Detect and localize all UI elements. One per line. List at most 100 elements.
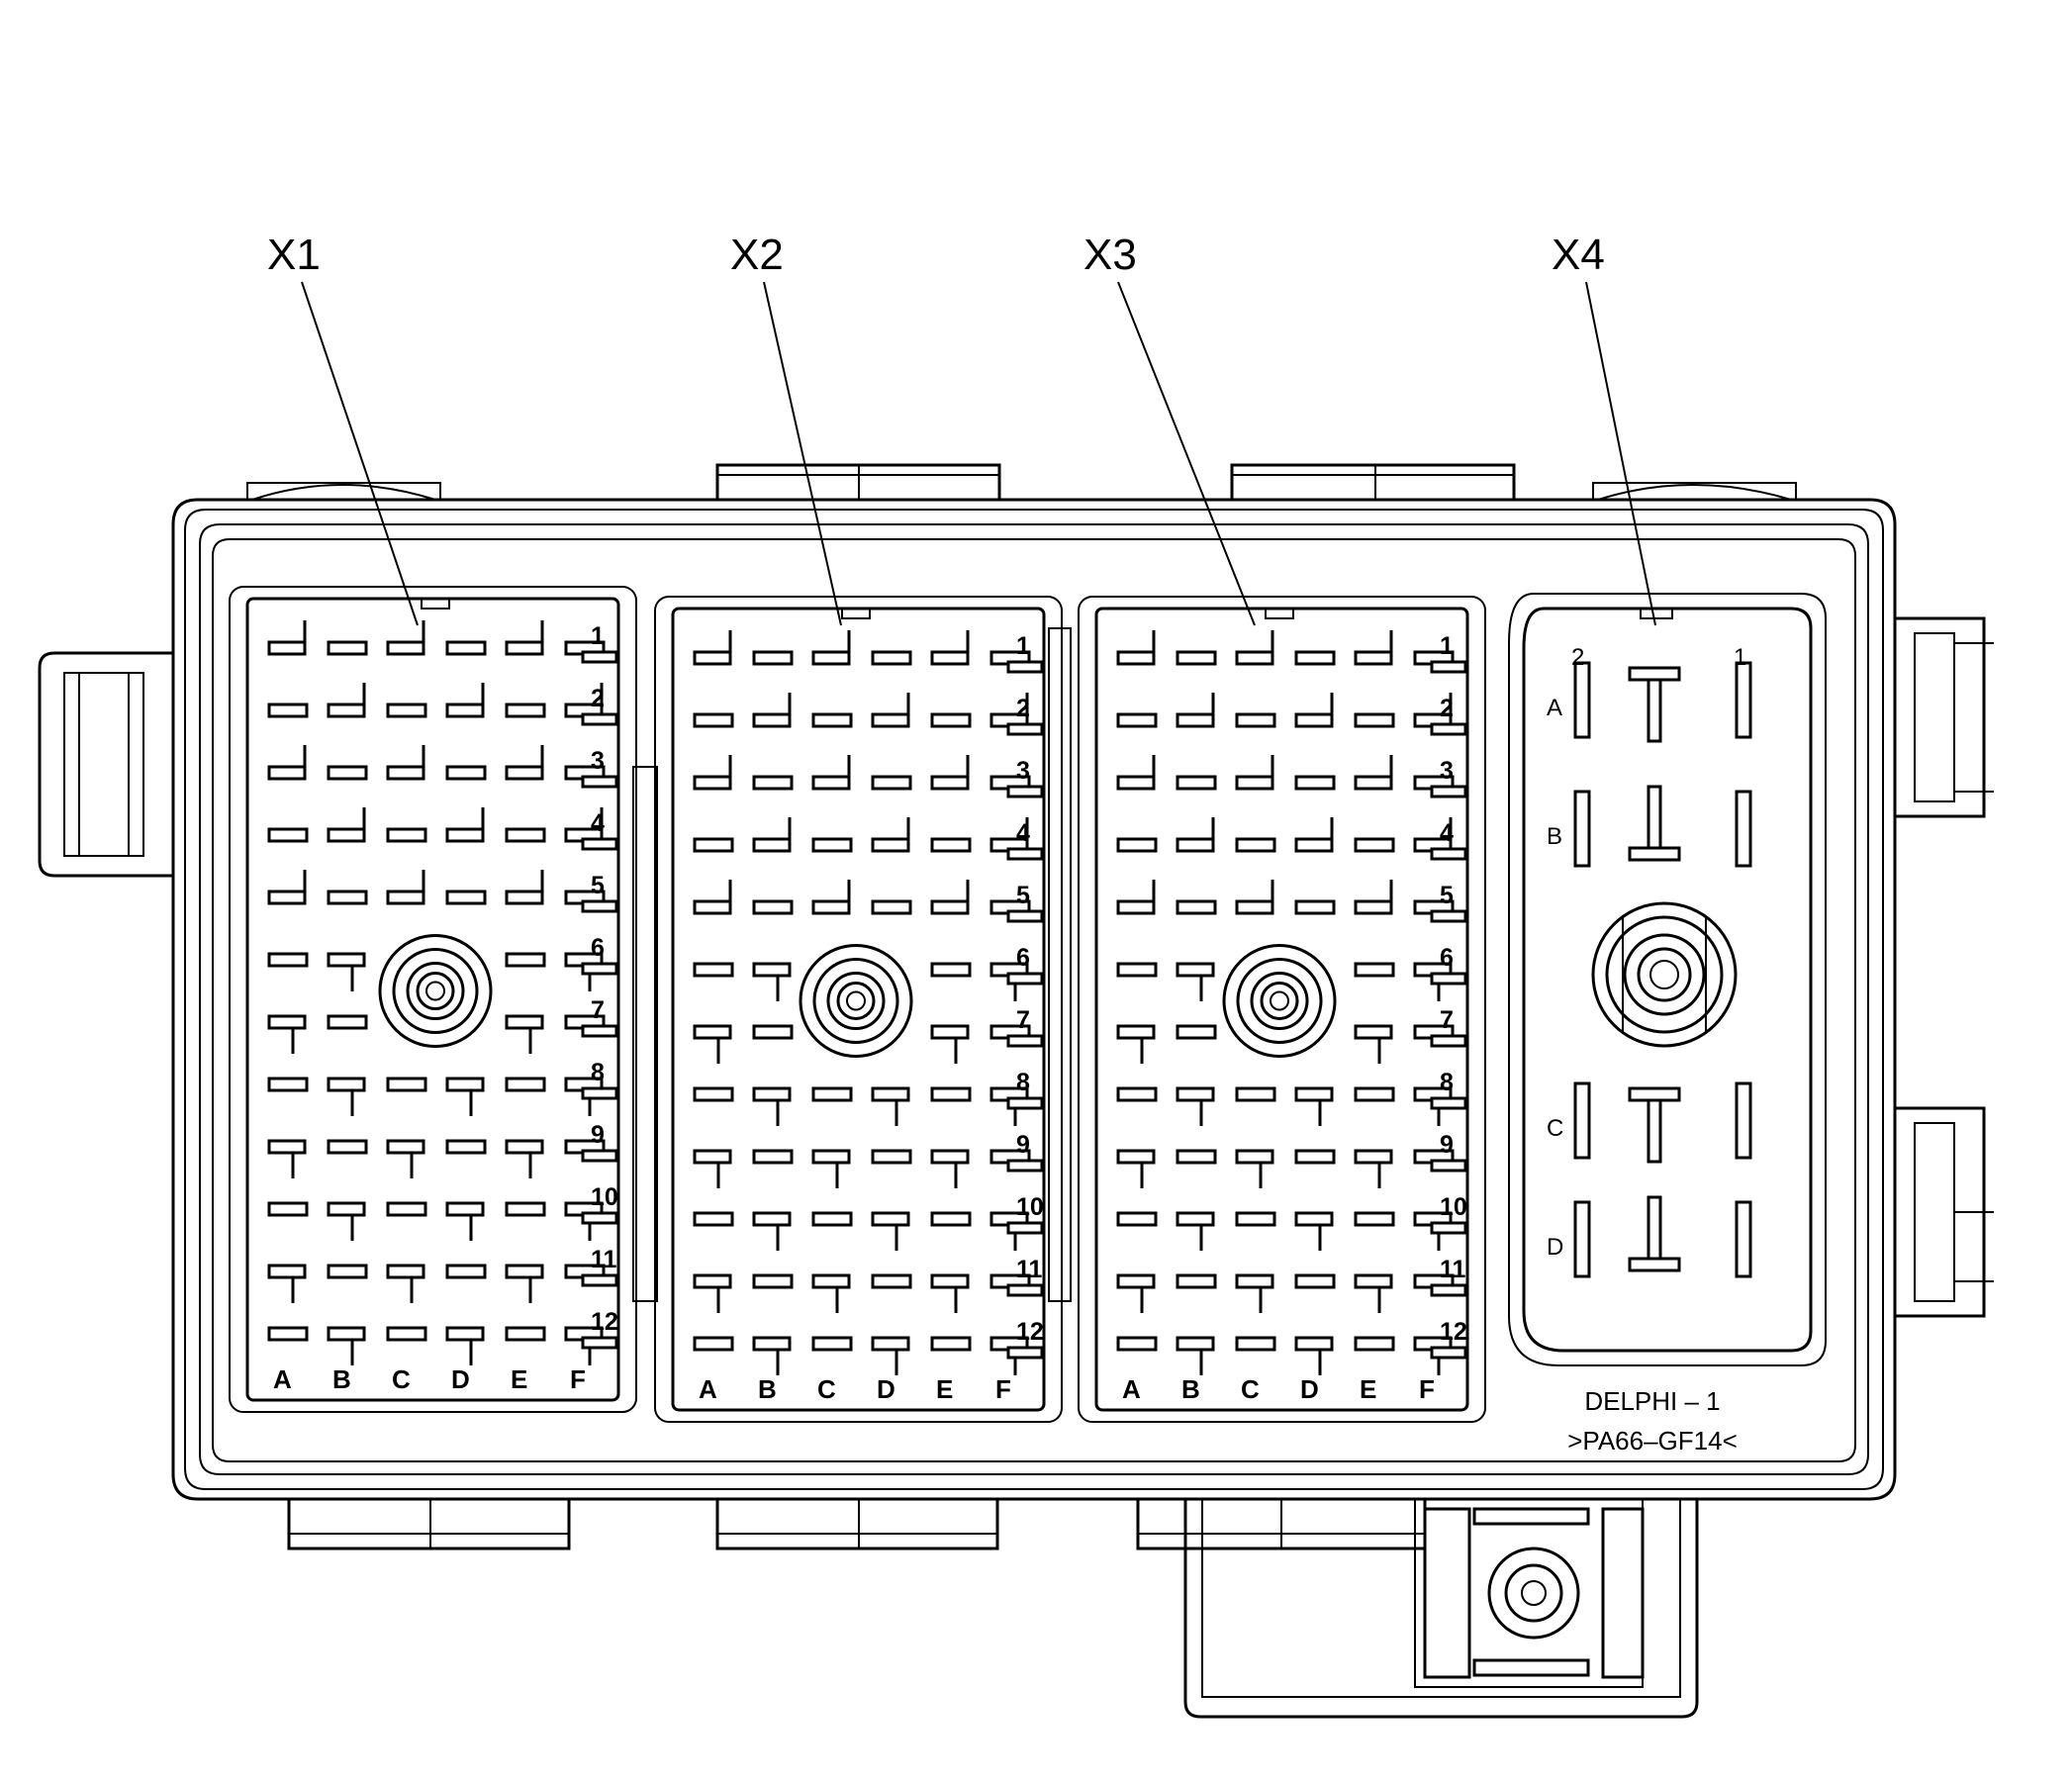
row-marker [1006, 785, 1044, 798]
terminal-cavity [386, 703, 427, 718]
row-marker [1006, 909, 1044, 923]
row-marker [1430, 1346, 1467, 1360]
terminal-cavity [1354, 650, 1393, 666]
terminal-cavity [445, 827, 485, 843]
terminal-cavity [752, 1273, 794, 1289]
mounting-bolt [1637, 947, 1692, 1002]
terminal-cavity [1176, 899, 1217, 915]
terminal-cavity [327, 1139, 368, 1155]
terminal-cavity [267, 952, 309, 968]
row-marker [1430, 1159, 1467, 1173]
row-label: 3 [591, 747, 605, 775]
terminal-cavity [1116, 1024, 1156, 1040]
row-label: 8 [1016, 1069, 1030, 1096]
row-marker [1006, 660, 1044, 674]
row-marker [1006, 1034, 1044, 1048]
terminal-cavity [693, 1336, 734, 1352]
x4-terminal-center [1628, 846, 1681, 862]
terminal-cavity [811, 899, 851, 915]
terminal-cavity [505, 890, 544, 905]
terminal-cavity [1176, 650, 1217, 666]
column-label: B [332, 1364, 351, 1394]
terminal-cavity [1294, 1273, 1336, 1289]
row-marker [581, 1149, 618, 1163]
mounting-bolt [1236, 958, 1323, 1044]
terminal-cavity [811, 1336, 853, 1352]
terminal-cavity [327, 1014, 368, 1030]
terminal-cavity [930, 1086, 972, 1102]
terminal-cavity [930, 775, 970, 791]
row-label: 12 [591, 1308, 618, 1336]
row-marker [1430, 660, 1467, 674]
x4-terminal-center-leg [1647, 1098, 1662, 1164]
x4-terminal-center [1628, 1086, 1681, 1102]
terminal-cavity [1294, 899, 1336, 915]
row-marker [581, 1211, 618, 1225]
row-label: 7 [591, 996, 605, 1024]
column-label: E [511, 1364, 527, 1394]
x4-terminal-left [1573, 661, 1591, 739]
terminal-cavity [1235, 712, 1276, 728]
row-label: 5 [1016, 882, 1030, 909]
row-label: 5 [1440, 882, 1454, 909]
terminal-cavity [267, 890, 307, 905]
terminal-cavity [930, 1273, 970, 1289]
column-label: D [1300, 1374, 1319, 1404]
mounting-bolt [425, 981, 445, 1001]
terminal-cavity [327, 827, 366, 843]
row-marker [581, 1086, 618, 1100]
terminal-cavity [327, 1201, 366, 1217]
terminal-cavity [1354, 1024, 1393, 1040]
terminal-cavity [386, 827, 427, 843]
terminal-cavity [386, 1201, 427, 1217]
terminal-cavity [386, 1264, 425, 1279]
terminal-cavity [1176, 712, 1215, 728]
terminal-cavity [811, 837, 853, 853]
terminal-cavity [505, 1139, 544, 1155]
mounting-bolt [1270, 990, 1289, 1011]
row-label: 6 [1440, 944, 1454, 972]
marking-line-2: >PA66–GF14< [1567, 1426, 1738, 1455]
terminal-cavity [1235, 837, 1276, 853]
row-marker [1430, 1283, 1467, 1297]
row-marker [1006, 1096, 1044, 1110]
terminal-cavity [693, 1211, 734, 1227]
terminal-cavity [505, 1014, 544, 1030]
row-label: 1 [1440, 632, 1454, 660]
terminal-cavity [752, 899, 794, 915]
terminal-cavity [445, 890, 487, 905]
terminal-cavity [327, 640, 368, 656]
terminal-cavity [445, 1077, 485, 1092]
terminal-cavity [267, 1077, 309, 1092]
terminal-cavity [811, 775, 851, 791]
key-notch [421, 599, 450, 610]
terminal-cavity [930, 899, 970, 915]
terminal-cavity [267, 1014, 307, 1030]
column-label: B [758, 1374, 777, 1404]
callout-label-x3: X3 [1083, 231, 1137, 279]
terminal-cavity [1294, 775, 1336, 791]
terminal-cavity [1294, 1086, 1334, 1102]
row-label: 10 [591, 1183, 618, 1211]
terminal-cavity [445, 1201, 485, 1217]
terminal-cavity [930, 1024, 970, 1040]
terminal-cavity [267, 640, 307, 656]
terminal-cavity [811, 1211, 853, 1227]
terminal-cavity [752, 650, 794, 666]
terminal-cavity [1294, 1149, 1336, 1165]
row-marker [1006, 972, 1044, 986]
terminal-cavity [505, 1326, 546, 1342]
callout-label-x4: X4 [1552, 231, 1605, 279]
row-label: 6 [1016, 944, 1030, 972]
column-label: B [1181, 1374, 1200, 1404]
terminal-cavity [693, 712, 734, 728]
terminal-cavity [930, 1336, 972, 1352]
separator-rail [632, 766, 658, 1302]
terminal-cavity [445, 703, 485, 718]
row-label: 3 [1440, 757, 1454, 785]
mounting-bolt [1649, 960, 1679, 989]
column-label: D [451, 1364, 470, 1394]
terminal-cavity [505, 827, 546, 843]
